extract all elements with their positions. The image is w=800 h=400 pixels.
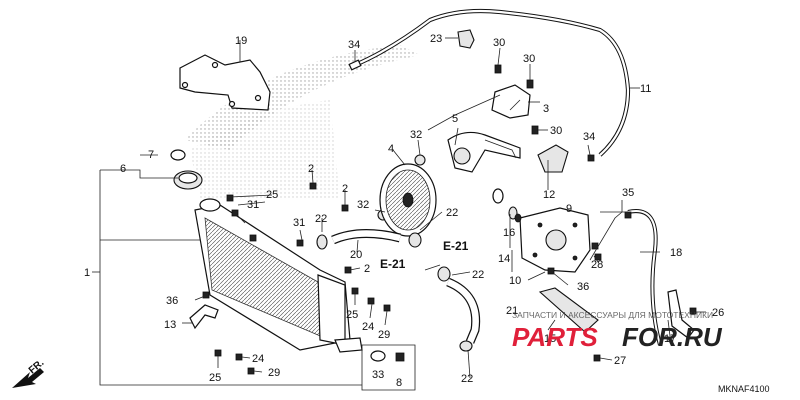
callout-11: 11 <box>640 83 651 95</box>
callout-10: 10 <box>509 275 521 287</box>
callout-35: 35 <box>622 187 634 199</box>
cover-12 <box>537 144 569 173</box>
callout-31b: 31 <box>293 217 305 229</box>
callout-17: 17 <box>664 333 676 345</box>
callout-22d: 22 <box>461 373 473 385</box>
radiator-1 <box>173 170 363 353</box>
callout-2c: 2 <box>364 263 370 275</box>
washer-33 <box>370 350 386 362</box>
callout-30a: 30 <box>493 37 505 49</box>
callout-30c: 30 <box>550 125 562 137</box>
callout-12: 12 <box>543 189 555 201</box>
bracket-plate-19 <box>179 54 271 111</box>
callout-25a: 25 <box>266 189 278 201</box>
callout-18: 18 <box>670 247 682 259</box>
watermark-brand-black: FOR.RU <box>622 322 723 352</box>
water-pump-9 <box>519 207 591 273</box>
shroud-15 <box>538 287 599 333</box>
callout-24a: 24 <box>362 321 374 333</box>
fan-4 <box>379 163 437 237</box>
callout-29b: 29 <box>268 367 280 379</box>
callout-19: 19 <box>235 35 247 47</box>
callout-5: 5 <box>452 113 458 125</box>
front-arrow-icon: FR. <box>12 357 46 388</box>
callout-2b: 2 <box>342 183 348 195</box>
callout-8: 8 <box>396 377 402 389</box>
callout-20: 20 <box>350 249 362 261</box>
callout-4: 4 <box>388 143 394 155</box>
hose-21 <box>446 277 481 344</box>
callout-1: 1 <box>84 267 90 279</box>
callout-29a: 29 <box>378 329 390 341</box>
callouts: 1 2 2 2 3 4 5 6 7 8 9 10 11 12 13 14 15 … <box>84 33 724 389</box>
watermark: PARTS FOR.RU ЗАПЧАСТИ И АКСЕССУАРЫ ДЛЯ М… <box>512 310 723 352</box>
callout-24b: 24 <box>252 353 264 365</box>
callout-22b: 22 <box>446 207 458 219</box>
callout-31a: 31 <box>247 199 259 211</box>
thermostat-housing-3-5 <box>447 84 531 173</box>
svg-text:FR.: FR. <box>27 357 47 376</box>
leader-lines <box>92 37 706 391</box>
hose-clip-34 <box>348 59 362 71</box>
reference-e21a: E-21 <box>443 239 469 253</box>
hose-20 <box>331 228 402 245</box>
brace-13 <box>189 304 219 330</box>
callout-25b: 25 <box>346 309 358 321</box>
callout-2a: 2 <box>308 163 314 175</box>
hose-clamp-22 <box>316 232 473 352</box>
callout-26: 26 <box>712 307 724 319</box>
callout-34a: 34 <box>348 39 360 51</box>
diagram-code: MKNAF4100 <box>718 384 770 394</box>
fasteners <box>202 154 697 375</box>
hose-11 <box>354 8 631 157</box>
reference-e21b: E-21 <box>380 257 406 271</box>
callout-3: 3 <box>543 103 549 115</box>
callout-13: 13 <box>164 319 176 331</box>
callout-33: 33 <box>372 369 384 381</box>
clip-23 <box>457 29 475 49</box>
callout-16: 16 <box>503 227 515 239</box>
callout-21: 21 <box>506 305 518 317</box>
callout-30b: 30 <box>523 53 535 65</box>
seal-14 <box>492 188 522 223</box>
callout-32a: 32 <box>410 129 422 141</box>
callout-32b: 32 <box>357 199 369 211</box>
watermark-brand-red: PARTS <box>512 322 598 352</box>
hose-18 <box>627 209 662 346</box>
callout-36a: 36 <box>577 281 589 293</box>
callout-14: 14 <box>498 253 510 265</box>
callout-7: 7 <box>148 149 154 161</box>
o-ring-7 <box>170 149 186 161</box>
callout-28: 28 <box>591 259 603 271</box>
watermark-tagline: ЗАПЧАСТИ И АКСЕССУАРЫ ДЛЯ МОТОТЕХНИКИ <box>512 310 713 320</box>
background-wing-logo <box>185 45 420 200</box>
bracket-17 <box>667 289 695 339</box>
callout-36b: 36 <box>166 295 178 307</box>
callout-22a: 22 <box>315 213 327 225</box>
callout-25c: 25 <box>209 372 221 384</box>
callout-15: 15 <box>544 333 556 345</box>
callout-27: 27 <box>614 355 626 367</box>
callout-22c: 22 <box>472 269 484 281</box>
bolt-8 <box>395 352 405 362</box>
callout-23: 23 <box>430 33 442 45</box>
callout-9: 9 <box>566 203 572 215</box>
callout-6: 6 <box>120 163 126 175</box>
callout-34b: 34 <box>583 131 595 143</box>
